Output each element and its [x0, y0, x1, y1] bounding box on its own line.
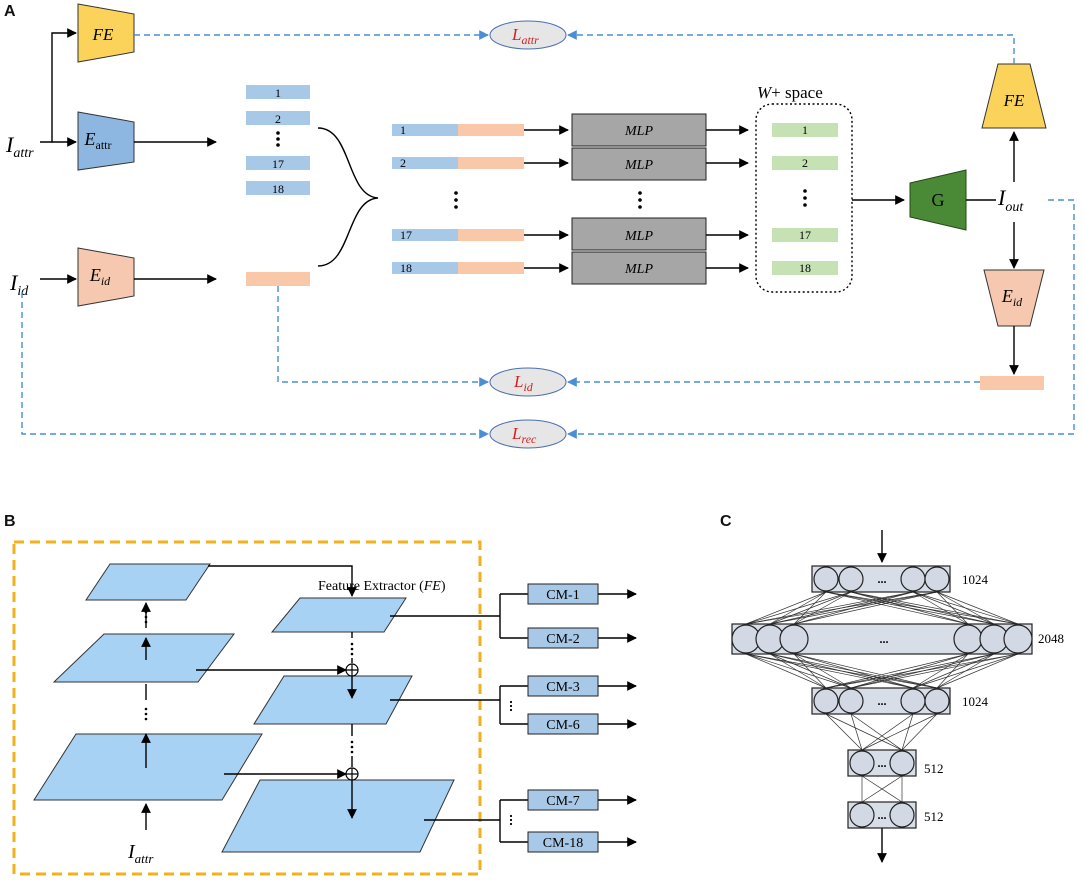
id-latent-out — [980, 376, 1044, 390]
layer-ellipsis: ... — [878, 808, 887, 822]
encoder-id-right-block: Eid — [983, 269, 1045, 327]
svg-text:Eid: Eid — [89, 265, 111, 288]
encoder-id-block: Eid — [77, 247, 135, 307]
latent-label: 17 — [272, 157, 284, 171]
svg-text:G: G — [932, 190, 945, 210]
cm-label: CM-18 — [543, 836, 583, 851]
w-plus-space: W+ space 1 2 17 18 — [755, 83, 853, 293]
fe-top-block: FE — [77, 3, 135, 63]
input-id-label: Iid — [9, 270, 29, 299]
w-label: 18 — [799, 261, 811, 275]
neuron-node — [813, 688, 839, 714]
fe-border — [12, 540, 482, 876]
input-attr-label: Iattr — [5, 132, 34, 161]
layer-ellipsis: ... — [878, 572, 887, 586]
cm-label: CM-7 — [546, 794, 579, 809]
add-node — [345, 767, 359, 781]
panel-a-label: A — [4, 3, 16, 20]
neuron-node — [849, 750, 875, 776]
fe-right-block: FE — [981, 63, 1047, 129]
layer-ellipsis: ... — [878, 756, 887, 770]
layer-2: ... — [731, 623, 1033, 655]
mlp-label: MLP — [624, 124, 653, 139]
cm-label: CM-1 — [546, 588, 579, 603]
layer-ellipsis: ... — [878, 694, 887, 708]
fe-planes — [33, 563, 455, 853]
latent-label: 1 — [275, 86, 281, 100]
layer-4: ... — [847, 749, 917, 777]
layer-5: ... — [847, 801, 917, 829]
neuron-node — [1003, 624, 1033, 654]
cm-label: CM-2 — [546, 632, 579, 647]
svg-text:Lrec: Lrec — [511, 424, 537, 446]
row-label: 17 — [400, 228, 412, 242]
brace — [317, 127, 379, 267]
loss-rec: Lrec — [489, 419, 567, 449]
neuron-node — [813, 566, 839, 592]
svg-text:Lattr: Lattr — [511, 25, 539, 47]
latent-label: 2 — [275, 112, 281, 126]
latent-label: 18 — [272, 182, 284, 196]
layer-size-label: 2048 — [1038, 631, 1064, 646]
layer-size-label: 512 — [924, 809, 944, 824]
cm-label: CM-3 — [546, 680, 579, 695]
neuron-node — [779, 624, 809, 654]
loss-id: Lid — [489, 367, 567, 397]
w-label: 2 — [802, 156, 808, 170]
neuron-node — [889, 802, 915, 828]
row-label: 2 — [400, 156, 406, 170]
fe-input-label: Iattr — [127, 841, 154, 866]
svg-text:Eattr: Eattr — [84, 129, 112, 152]
w-label: 17 — [799, 228, 811, 242]
svg-text:Eid: Eid — [1001, 286, 1023, 309]
latent-stack: 1 2 17 18 — [246, 85, 310, 286]
row-label: 1 — [400, 123, 406, 137]
neuron-node — [953, 624, 983, 654]
neuron-node — [838, 566, 864, 592]
layer-ellipsis: ... — [880, 632, 889, 646]
neuron-node — [900, 566, 926, 592]
encoder-attr-block: Eattr — [77, 111, 135, 171]
neuron-node — [924, 566, 950, 592]
neuron-node — [900, 688, 926, 714]
id-latent — [246, 272, 310, 286]
mlp-rows: 1 MLP 2 MLP 17 MLP 18 MLP — [392, 113, 749, 285]
layer-size-label: 512 — [924, 761, 944, 776]
output-label: Iout — [997, 185, 1024, 215]
layer-size-label: 1024 — [962, 572, 989, 587]
w-label: 1 — [802, 123, 808, 137]
cm-modules: CM-1 CM-2 CM-3 CM-6 CM-7 CM-18 — [527, 583, 637, 853]
neuron-node — [924, 688, 950, 714]
row-label: 18 — [400, 261, 412, 275]
mlp-label: MLP — [624, 229, 653, 244]
generator-block: G — [909, 169, 967, 231]
layer-3: ... — [811, 687, 951, 715]
loss-attr: Lattr — [489, 20, 567, 50]
mlp-label: MLP — [624, 262, 653, 277]
connections — [745, 591, 1019, 803]
fe-title: Feature Extractor (FE) — [318, 579, 446, 594]
panel-b-label: B — [4, 513, 16, 530]
svg-text:FE: FE — [92, 25, 114, 44]
cm-label: CM-6 — [546, 718, 579, 733]
layer-size-label: 1024 — [962, 694, 989, 709]
panel-c-label: C — [720, 513, 732, 530]
svg-text:FE: FE — [1003, 91, 1025, 110]
neuron-node — [838, 688, 864, 714]
mlp-label: MLP — [624, 158, 653, 173]
svg-text:Lid: Lid — [513, 372, 534, 394]
layer-1: ... — [811, 565, 951, 593]
network-diagram: ............... — [731, 530, 1033, 863]
neuron-node — [889, 750, 915, 776]
neuron-node — [849, 802, 875, 828]
add-node — [345, 663, 359, 677]
w-space-title: W+ space — [757, 83, 823, 102]
